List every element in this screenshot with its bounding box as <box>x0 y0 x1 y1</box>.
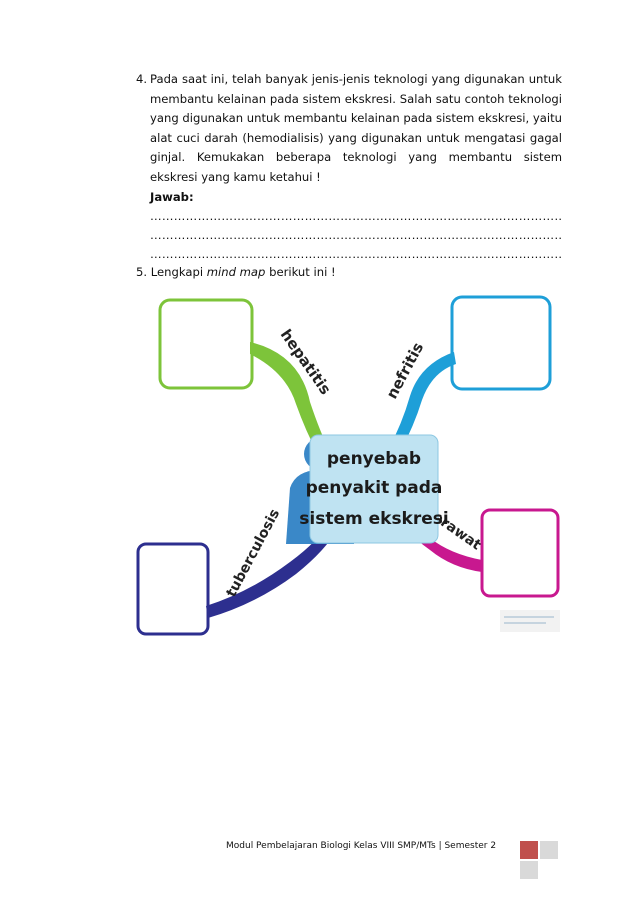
question-5-text-italic: mind map <box>206 265 266 279</box>
nefritis-answer-box[interactable] <box>450 295 552 391</box>
answer-line-3[interactable]: …………………………………………………………………………………………………… <box>150 247 562 262</box>
mind-map: hepatitis nefritis tuberculosis jerawat … <box>136 295 560 636</box>
question-5-text-after: berikut ini ! <box>265 265 336 279</box>
jerawat-answer-box[interactable] <box>480 508 560 598</box>
question-5: 5. Lengkapi mind map berikut ini ! <box>136 265 336 279</box>
answer-line-1[interactable]: …………………………………………………………………………………………………… <box>150 209 562 224</box>
tuberculosis-branch <box>206 520 338 618</box>
answer-line-2[interactable]: …………………………………………………………………………………………………… <box>150 228 562 243</box>
watermark-logo <box>500 610 560 632</box>
hepatitis-answer-box[interactable] <box>158 298 254 390</box>
center-node <box>309 434 439 544</box>
question-4-text: Pada saat ini, telah banyak jenis-jenis … <box>150 72 562 184</box>
question-5-number: 5. <box>136 265 148 279</box>
center-line-1: penyebab <box>327 449 421 469</box>
hepatitis-branch <box>250 342 330 454</box>
tuberculosis-answer-box[interactable] <box>136 542 210 636</box>
question-4: 4. Pada saat ini, telah banyak jenis-jen… <box>136 70 562 264</box>
answer-label: Jawab: <box>150 189 194 204</box>
nefritis-branch <box>388 352 456 452</box>
footer-square-red <box>520 841 538 859</box>
footer-text: Modul Pembelajaran Biologi Kelas VIII SM… <box>226 841 497 851</box>
question-4-number: 4. <box>136 72 148 86</box>
question-5-text-before: Lengkapi <box>150 265 207 279</box>
footer-square-gray-1 <box>540 841 558 859</box>
center-line-2: penyakit pada <box>306 478 443 498</box>
footer-square-gray-2 <box>520 861 538 879</box>
center-line-3: sistem ekskresi <box>299 509 448 529</box>
